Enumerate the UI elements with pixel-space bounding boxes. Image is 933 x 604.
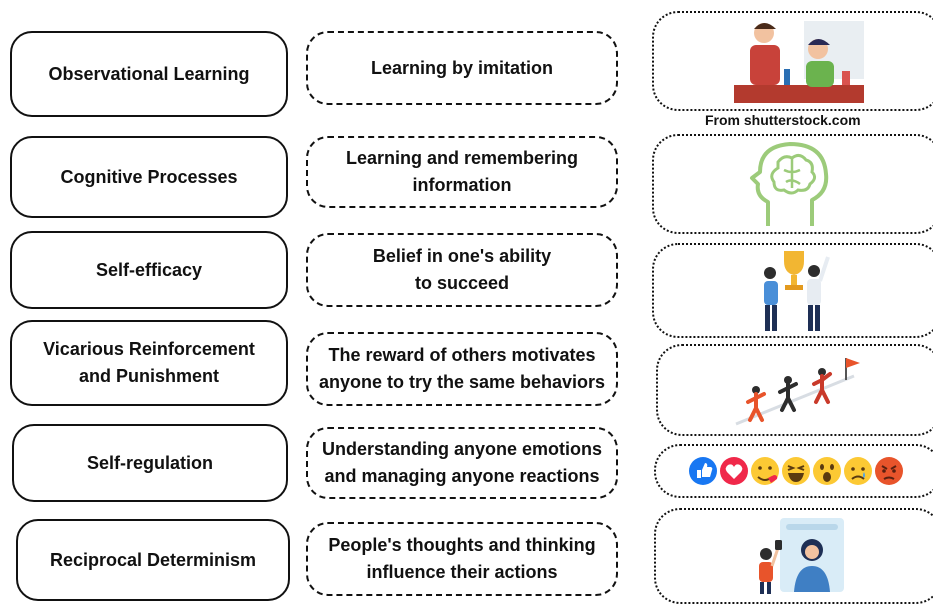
image-frame-self-regulation [654, 444, 933, 498]
brain-head-icon [750, 142, 829, 226]
image-frame-observational-learning [652, 11, 933, 111]
sad-icon [844, 457, 872, 485]
image-frame-cognitive-processes [652, 134, 933, 234]
concept-self-efficacy: Self-efficacy [10, 231, 288, 309]
desc-self-efficacy: Belief in one's ability to succeed [306, 233, 618, 307]
parent-child-brushing-teeth-icon [734, 21, 864, 103]
like-icon [689, 457, 717, 485]
image-credit: From shutterstock.com [705, 112, 861, 128]
concept-cognitive-processes: Cognitive Processes [10, 136, 288, 218]
desc-self-regulation: Understanding anyone emotions and managi… [306, 427, 618, 499]
concept-line: and Punishment [78, 366, 219, 386]
desc-vicarious-reinforcement: The reward of others motivates anyone to… [306, 332, 618, 406]
concept-vicarious-reinforcement: Vicarious Reinforcement and Punishment [10, 320, 288, 406]
people-climbing-to-flag-icon [735, 358, 860, 426]
angry-icon [875, 457, 903, 485]
image-frame-vicarious-reinforcement [656, 344, 933, 436]
concept-reciprocal-determinism: Reciprocal Determinism [16, 519, 290, 601]
concept-observational-learning: Observational Learning [10, 31, 288, 117]
concept-label: Self-efficacy [95, 259, 203, 280]
desc-line: anyone to try the same behaviors [318, 372, 606, 392]
desc-label: Learning by imitation [370, 57, 553, 78]
desc-line: influence their actions [366, 562, 558, 582]
desc-line: The reward of others motivates [328, 345, 596, 365]
love-icon [720, 457, 748, 485]
desc-line: information [412, 175, 512, 195]
wow-icon [813, 457, 841, 485]
desc-line: to succeed [414, 273, 510, 293]
image-frame-reciprocal-determinism [654, 508, 933, 604]
trophy-teamwork-icon [764, 251, 830, 331]
desc-observational-learning: Learning by imitation [306, 31, 618, 105]
concept-label: Self-regulation [86, 452, 213, 473]
desc-line: Learning and remembering [345, 148, 579, 168]
concept-label: Cognitive Processes [60, 166, 238, 187]
desc-line: Belief in one's ability [372, 246, 552, 266]
emoji-reactions-row [689, 457, 903, 485]
haha-icon [782, 457, 810, 485]
desc-reciprocal-determinism: People's thoughts and thinking influence… [306, 522, 618, 596]
desc-cognitive-processes: Learning and remembering information [306, 136, 618, 208]
concept-label: Reciprocal Determinism [49, 549, 257, 570]
people-selfie-icon [759, 518, 844, 594]
concept-line: Vicarious Reinforcement [43, 339, 255, 359]
concept-self-regulation: Self-regulation [12, 424, 288, 502]
image-frame-self-efficacy [652, 243, 933, 338]
desc-line: People's thoughts and thinking [328, 535, 596, 555]
desc-line: Understanding anyone emotions [321, 439, 603, 459]
concept-label: Observational Learning [48, 63, 250, 84]
care-icon [751, 457, 779, 485]
desc-line: and managing anyone reactions [324, 466, 600, 486]
